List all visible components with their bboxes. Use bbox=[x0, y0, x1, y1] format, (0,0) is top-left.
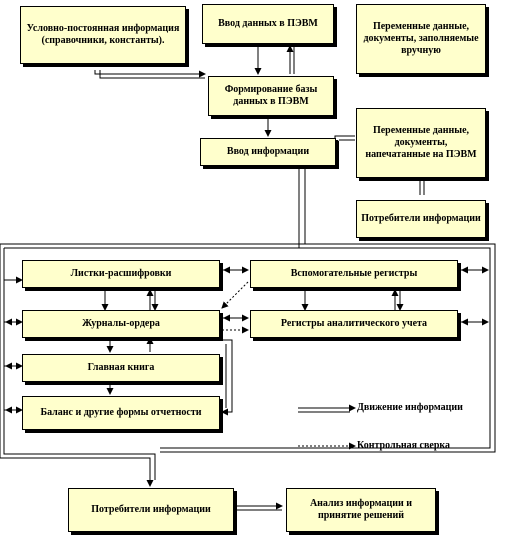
analysis-decisions-box: Анализ информации и принятие решений bbox=[286, 488, 436, 532]
right-vertical-line bbox=[160, 247, 491, 449]
variable-printed-label: Переменные данные, документы, напечатанн… bbox=[365, 125, 477, 160]
consumers-bottom-box: Потребители информации bbox=[68, 488, 234, 532]
decoding-sheets-box: Листки-расшифровки bbox=[22, 260, 220, 288]
journal-orders-box: Журналы-ордера bbox=[22, 310, 220, 338]
variable-manual-label: Переменные данные, документы, заполняемы… bbox=[363, 21, 479, 56]
db-formation-box: Формирование базы данных в ПЭВМ bbox=[208, 76, 334, 116]
consumers-top-label: Потребители информации bbox=[361, 213, 481, 224]
legend-control-check-label: Контрольная сверка bbox=[357, 440, 450, 451]
flow-printed-to-input bbox=[331, 135, 355, 147]
aux-registers-label: Вспомогательные регистры bbox=[290, 268, 418, 279]
balance-reports-box: Баланс и другие формы отчетности bbox=[22, 396, 220, 430]
variable-printed-box: Переменные данные, документы, напечатанн… bbox=[356, 108, 486, 178]
control-check-aux-journal bbox=[221, 281, 249, 309]
consumers-top-box: Потребители информации bbox=[356, 200, 486, 238]
right-vertical-line-inner bbox=[160, 243, 496, 453]
legend-info-flow-label: Движение информации bbox=[357, 402, 463, 413]
analytic-registers-box: Регистры аналитического учета bbox=[250, 310, 458, 338]
pc-data-input-label: Ввод данных в ПЭВМ bbox=[218, 18, 318, 29]
info-input-box: Ввод информации bbox=[200, 138, 336, 166]
variable-manual-box: Переменные данные, документы, заполняемы… bbox=[356, 4, 486, 74]
constant-info-label: Условно-постоянная информация (справочни… bbox=[26, 23, 180, 46]
analysis-decisions-label: Анализ информации и принятие решений bbox=[309, 498, 413, 521]
pc-data-input-box: Ввод данных в ПЭВМ bbox=[202, 4, 334, 44]
balance-reports-label: Баланс и другие формы отчетности bbox=[40, 407, 202, 418]
decoding-sheets-label: Листки-расшифровки bbox=[70, 268, 172, 279]
constant-info-box: Условно-постоянная информация (справочни… bbox=[20, 6, 186, 64]
db-formation-label: Формирование базы данных в ПЭВМ bbox=[224, 84, 318, 107]
aux-registers-box: Вспомогательные регистры bbox=[250, 260, 458, 288]
flow-constant-to-db bbox=[94, 70, 206, 78]
consumers-bottom-label: Потребители информации bbox=[91, 504, 211, 515]
general-ledger-label: Главная книга bbox=[87, 362, 155, 373]
general-ledger-box: Главная книга bbox=[22, 354, 220, 382]
outer-left-line-inner bbox=[3, 248, 156, 480]
journal-to-balance-right bbox=[221, 339, 233, 416]
analytic-registers-label: Регистры аналитического учета bbox=[280, 318, 428, 329]
info-input-label: Ввод информации bbox=[226, 146, 310, 157]
journal-orders-label: Журналы-ордера bbox=[82, 318, 160, 329]
